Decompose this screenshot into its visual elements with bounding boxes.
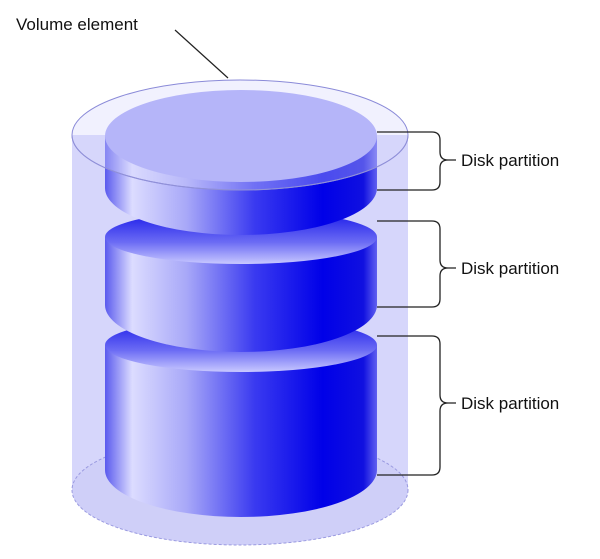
bracket-2 — [377, 220, 456, 308]
partition-label-2: Disk partition — [461, 259, 559, 278]
disk-top — [105, 90, 377, 182]
disk-partition-1 — [105, 90, 377, 235]
partition-brackets — [377, 131, 456, 476]
partition-label-3: Disk partition — [461, 394, 559, 413]
volume-rim — [71, 134, 409, 191]
disk-side — [105, 237, 377, 352]
disk-side — [105, 345, 377, 517]
volume-element-label: Volume element — [16, 15, 138, 34]
volume-leader-line — [174, 29, 229, 79]
bracket-3 — [377, 335, 456, 476]
volume-top — [71, 79, 409, 191]
bracket-1 — [377, 131, 456, 191]
partition-label-1: Disk partition — [461, 151, 559, 170]
